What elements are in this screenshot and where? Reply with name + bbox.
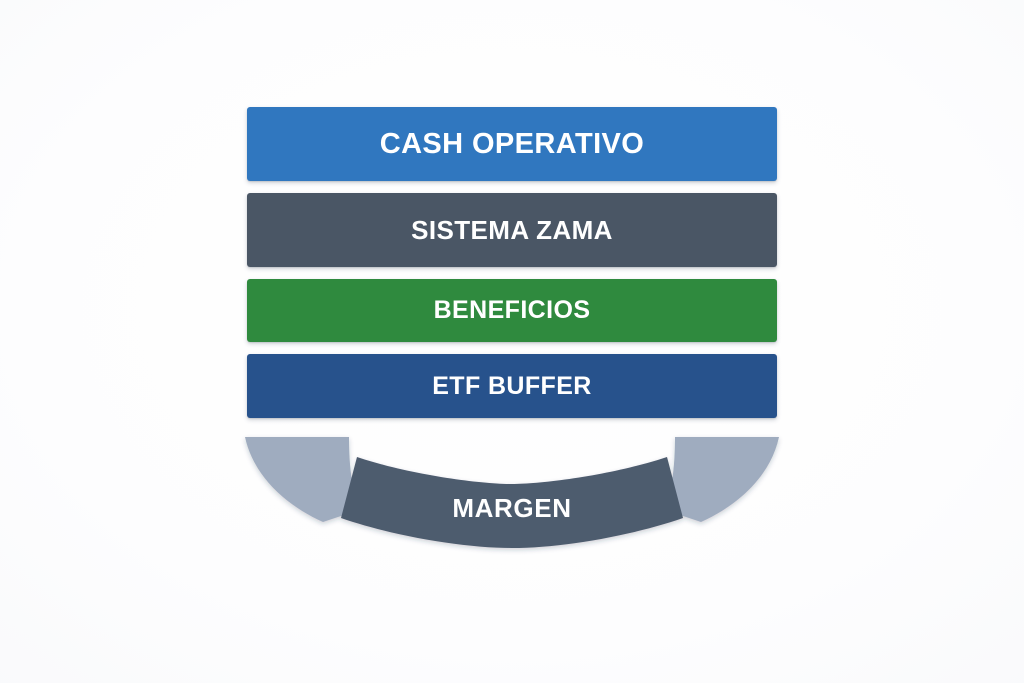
layer-label-beneficios: BENEFICIOS <box>433 296 591 324</box>
layer-sistema-zama[interactable]: SISTEMA ZAMA <box>247 193 777 267</box>
shield-right-wing-shape <box>665 437 779 522</box>
shield-left-wing-shape <box>245 437 359 522</box>
layer-cash-operativo[interactable]: CASH OPERATIVO <box>247 107 777 181</box>
layered-stack-diagram: CASH OPERATIVO SISTEMA ZAMA BENEFICIOS E… <box>247 107 777 418</box>
layer-label-cash-operativo: CASH OPERATIVO <box>379 127 645 160</box>
layer-beneficios[interactable]: BENEFICIOS <box>247 279 777 342</box>
layer-etf-buffer[interactable]: ETF BUFFER <box>247 354 777 418</box>
shield-center-banner-shape <box>341 457 683 548</box>
layer-label-sistema-zama: SISTEMA ZAMA <box>411 215 613 245</box>
shield-base-margen[interactable]: MARGEN <box>231 430 793 560</box>
layer-label-etf-buffer: ETF BUFFER <box>432 371 592 400</box>
